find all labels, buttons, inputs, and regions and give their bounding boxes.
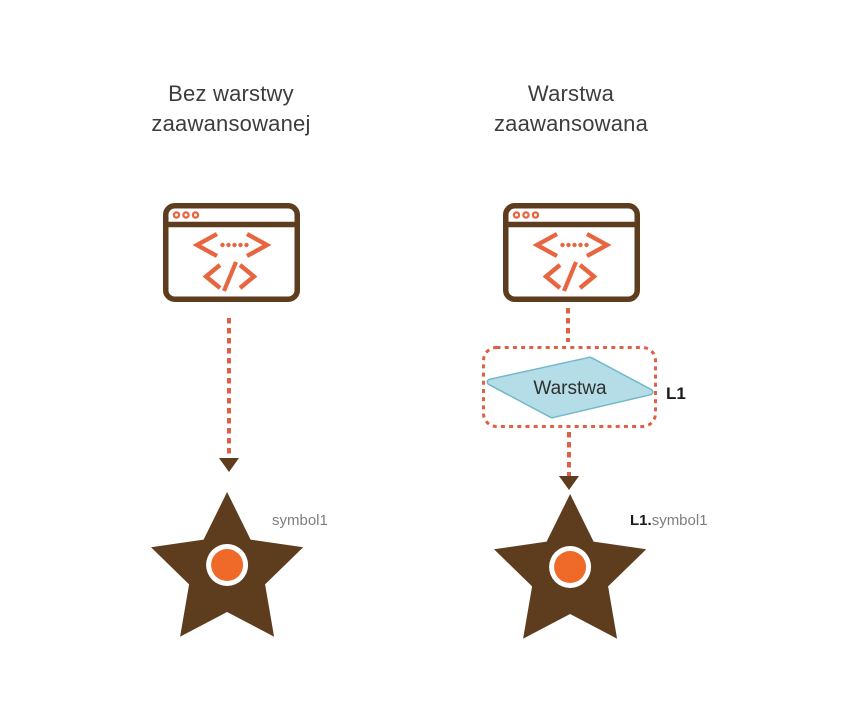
symbol-suffix-text: symbol1 bbox=[651, 512, 708, 529]
right-symbol-label: L1.symbol1 bbox=[630, 512, 708, 529]
star-dot-icon bbox=[211, 549, 244, 581]
layer-tag-text: L1 bbox=[666, 384, 686, 403]
dashed-arrow-down-icon bbox=[559, 432, 579, 490]
star-symbol-icon bbox=[150, 492, 304, 637]
dashed-connector-icon bbox=[566, 308, 570, 342]
layer-tag-label: L1 bbox=[666, 384, 686, 404]
layer-diamond-icon bbox=[486, 356, 654, 419]
code-markup-icon bbox=[192, 232, 272, 292]
symbol1-text: symbol1 bbox=[272, 512, 328, 529]
layer-box-outline-icon bbox=[482, 346, 657, 428]
left-title-line2: zaawansowanej bbox=[151, 111, 311, 136]
layer-label-text: Warstwa bbox=[533, 378, 607, 399]
code-markup-icon bbox=[532, 232, 612, 292]
browser-dots-icon bbox=[172, 211, 200, 219]
browser-window-icon bbox=[163, 203, 300, 302]
browser-window-icon bbox=[503, 203, 640, 302]
browser-dots-icon bbox=[512, 211, 540, 219]
dashed-arrow-down-icon bbox=[219, 318, 239, 472]
right-title-line2: zaawansowana bbox=[493, 111, 649, 136]
left-title-line1: Bez warstwy bbox=[168, 81, 294, 106]
star-symbol-icon bbox=[493, 494, 647, 639]
left-symbol-label: symbol1 bbox=[272, 512, 328, 529]
star-dot-icon bbox=[554, 551, 587, 583]
left-column-title: Bez warstwy zaawansowanej bbox=[106, 79, 356, 139]
layer-label: Warstwa bbox=[505, 378, 635, 400]
symbol-prefix-text: L1. bbox=[630, 512, 652, 529]
right-title-line1: Warstwa bbox=[527, 81, 615, 106]
right-column-title: Warstwa zaawansowana bbox=[446, 79, 696, 139]
